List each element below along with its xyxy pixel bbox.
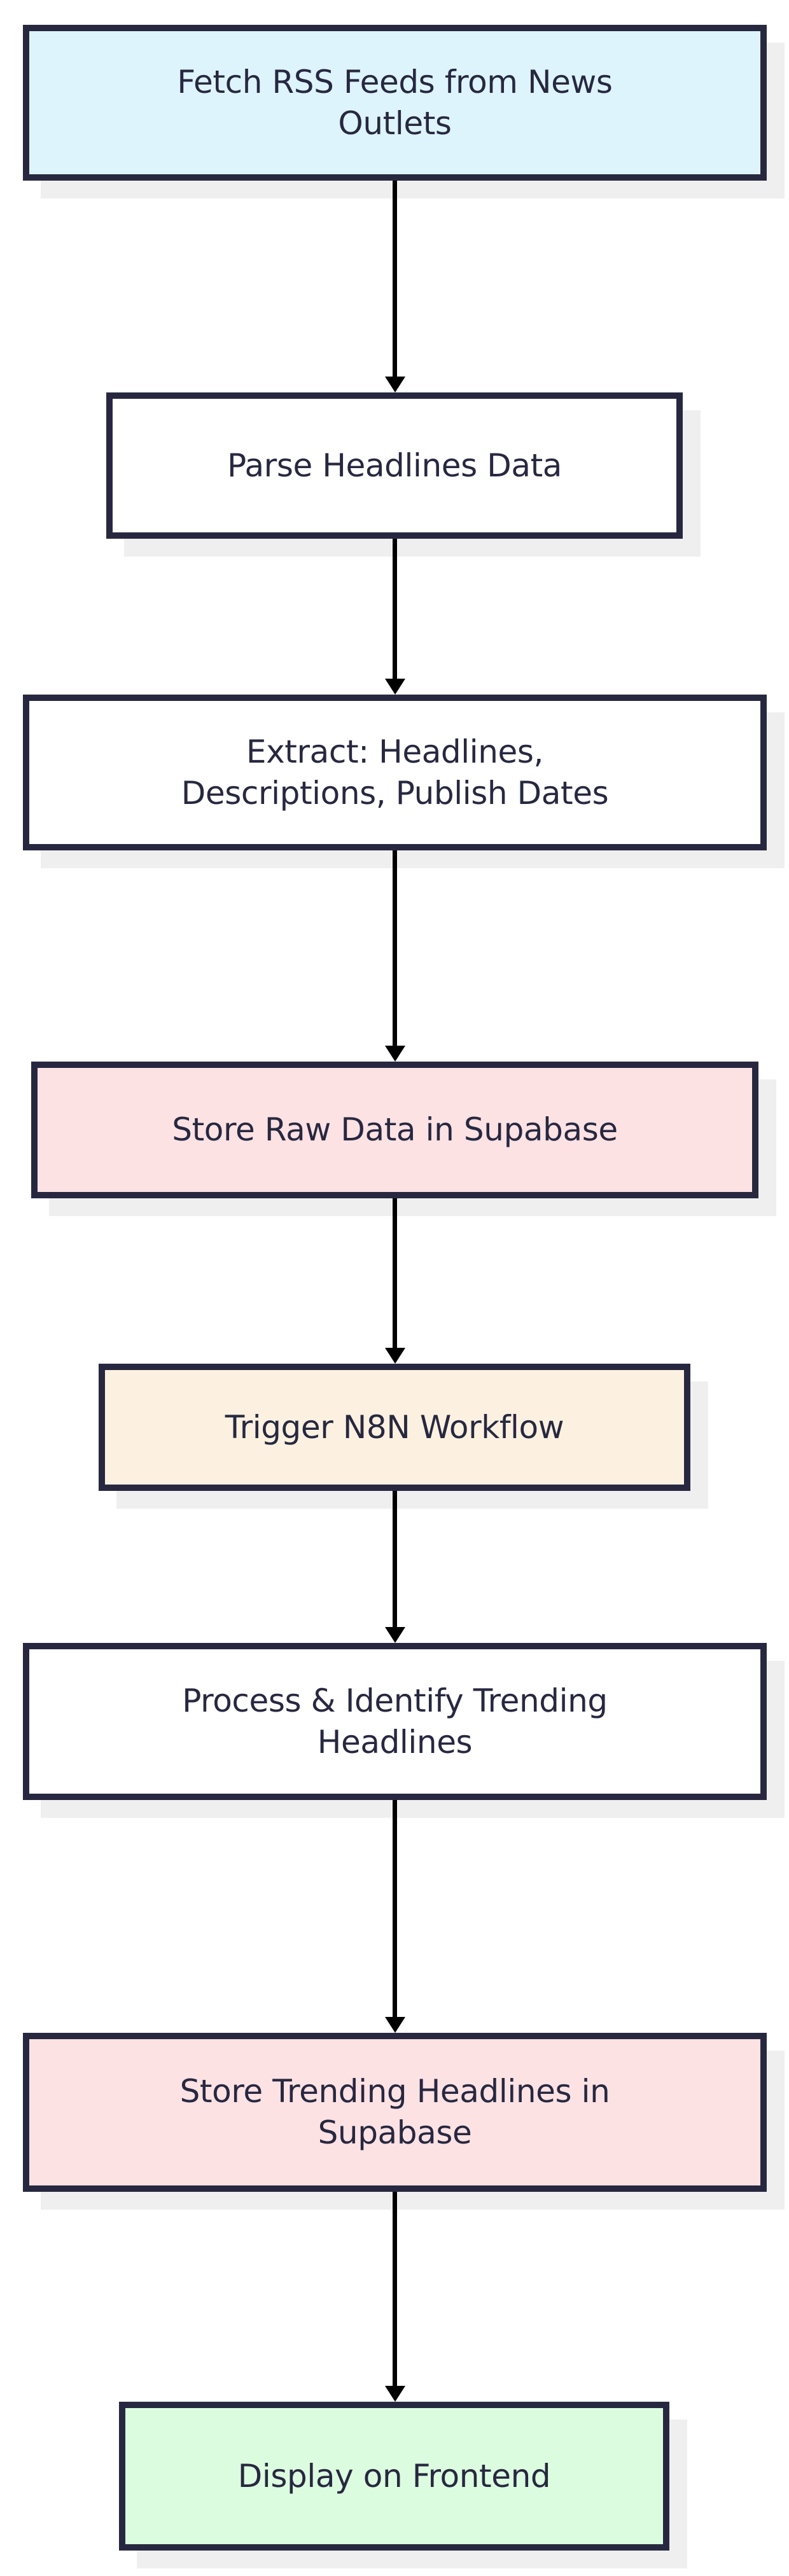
flow-arrow-4	[385, 1198, 405, 1364]
flow-node-label: Process & Identify Trending Headlines	[182, 1682, 608, 1761]
flow-arrow-5	[385, 1491, 405, 1643]
flow-arrow-2	[385, 539, 405, 695]
flow-node-label: Extract: Headlines, Descriptions, Publis…	[181, 733, 609, 812]
arrow-line-icon	[393, 850, 397, 1047]
arrow-head-icon	[385, 1046, 405, 1062]
flow-arrow-3	[385, 850, 405, 1062]
flow-node-label: Display on Frontend	[237, 2457, 551, 2495]
flow-node-label: Store Raw Data in Supabase	[172, 1111, 618, 1148]
flow-node-n5[interactable]: Trigger N8N Workflow	[99, 1364, 690, 1491]
flow-node-n1[interactable]: Fetch RSS Feeds from News Outlets	[23, 25, 767, 181]
flow-node-label: Store Trending Headlines in Supabase	[179, 2073, 610, 2151]
arrow-head-icon	[385, 1348, 405, 1364]
arrow-head-icon	[385, 679, 405, 695]
flow-node-label: Parse Headlines Data	[227, 447, 562, 484]
arrow-head-icon	[385, 2386, 405, 2402]
flow-node-n4[interactable]: Store Raw Data in Supabase	[31, 1062, 758, 1198]
flow-node-label: Trigger N8N Workflow	[225, 1408, 564, 1446]
arrow-head-icon	[385, 2017, 405, 2033]
flow-node-n7[interactable]: Store Trending Headlines in Supabase	[23, 2033, 767, 2192]
flow-node-n8[interactable]: Display on Frontend	[119, 2402, 669, 2551]
flow-node-label: Fetch RSS Feeds from News Outlets	[177, 63, 613, 142]
arrow-line-icon	[393, 1491, 397, 1628]
flow-arrow-6	[385, 1800, 405, 2033]
arrow-line-icon	[393, 1800, 397, 2018]
flow-node-n3[interactable]: Extract: Headlines, Descriptions, Publis…	[23, 695, 767, 850]
flow-arrow-7	[385, 2192, 405, 2402]
arrow-head-icon	[385, 1627, 405, 1643]
arrow-line-icon	[393, 2192, 397, 2387]
arrow-line-icon	[393, 1198, 397, 1349]
flow-node-n6[interactable]: Process & Identify Trending Headlines	[23, 1643, 767, 1800]
arrow-line-icon	[393, 539, 397, 680]
flow-node-n2[interactable]: Parse Headlines Data	[106, 392, 683, 539]
arrow-head-icon	[385, 377, 405, 392]
flow-arrow-1	[385, 181, 405, 392]
arrow-line-icon	[393, 181, 397, 378]
